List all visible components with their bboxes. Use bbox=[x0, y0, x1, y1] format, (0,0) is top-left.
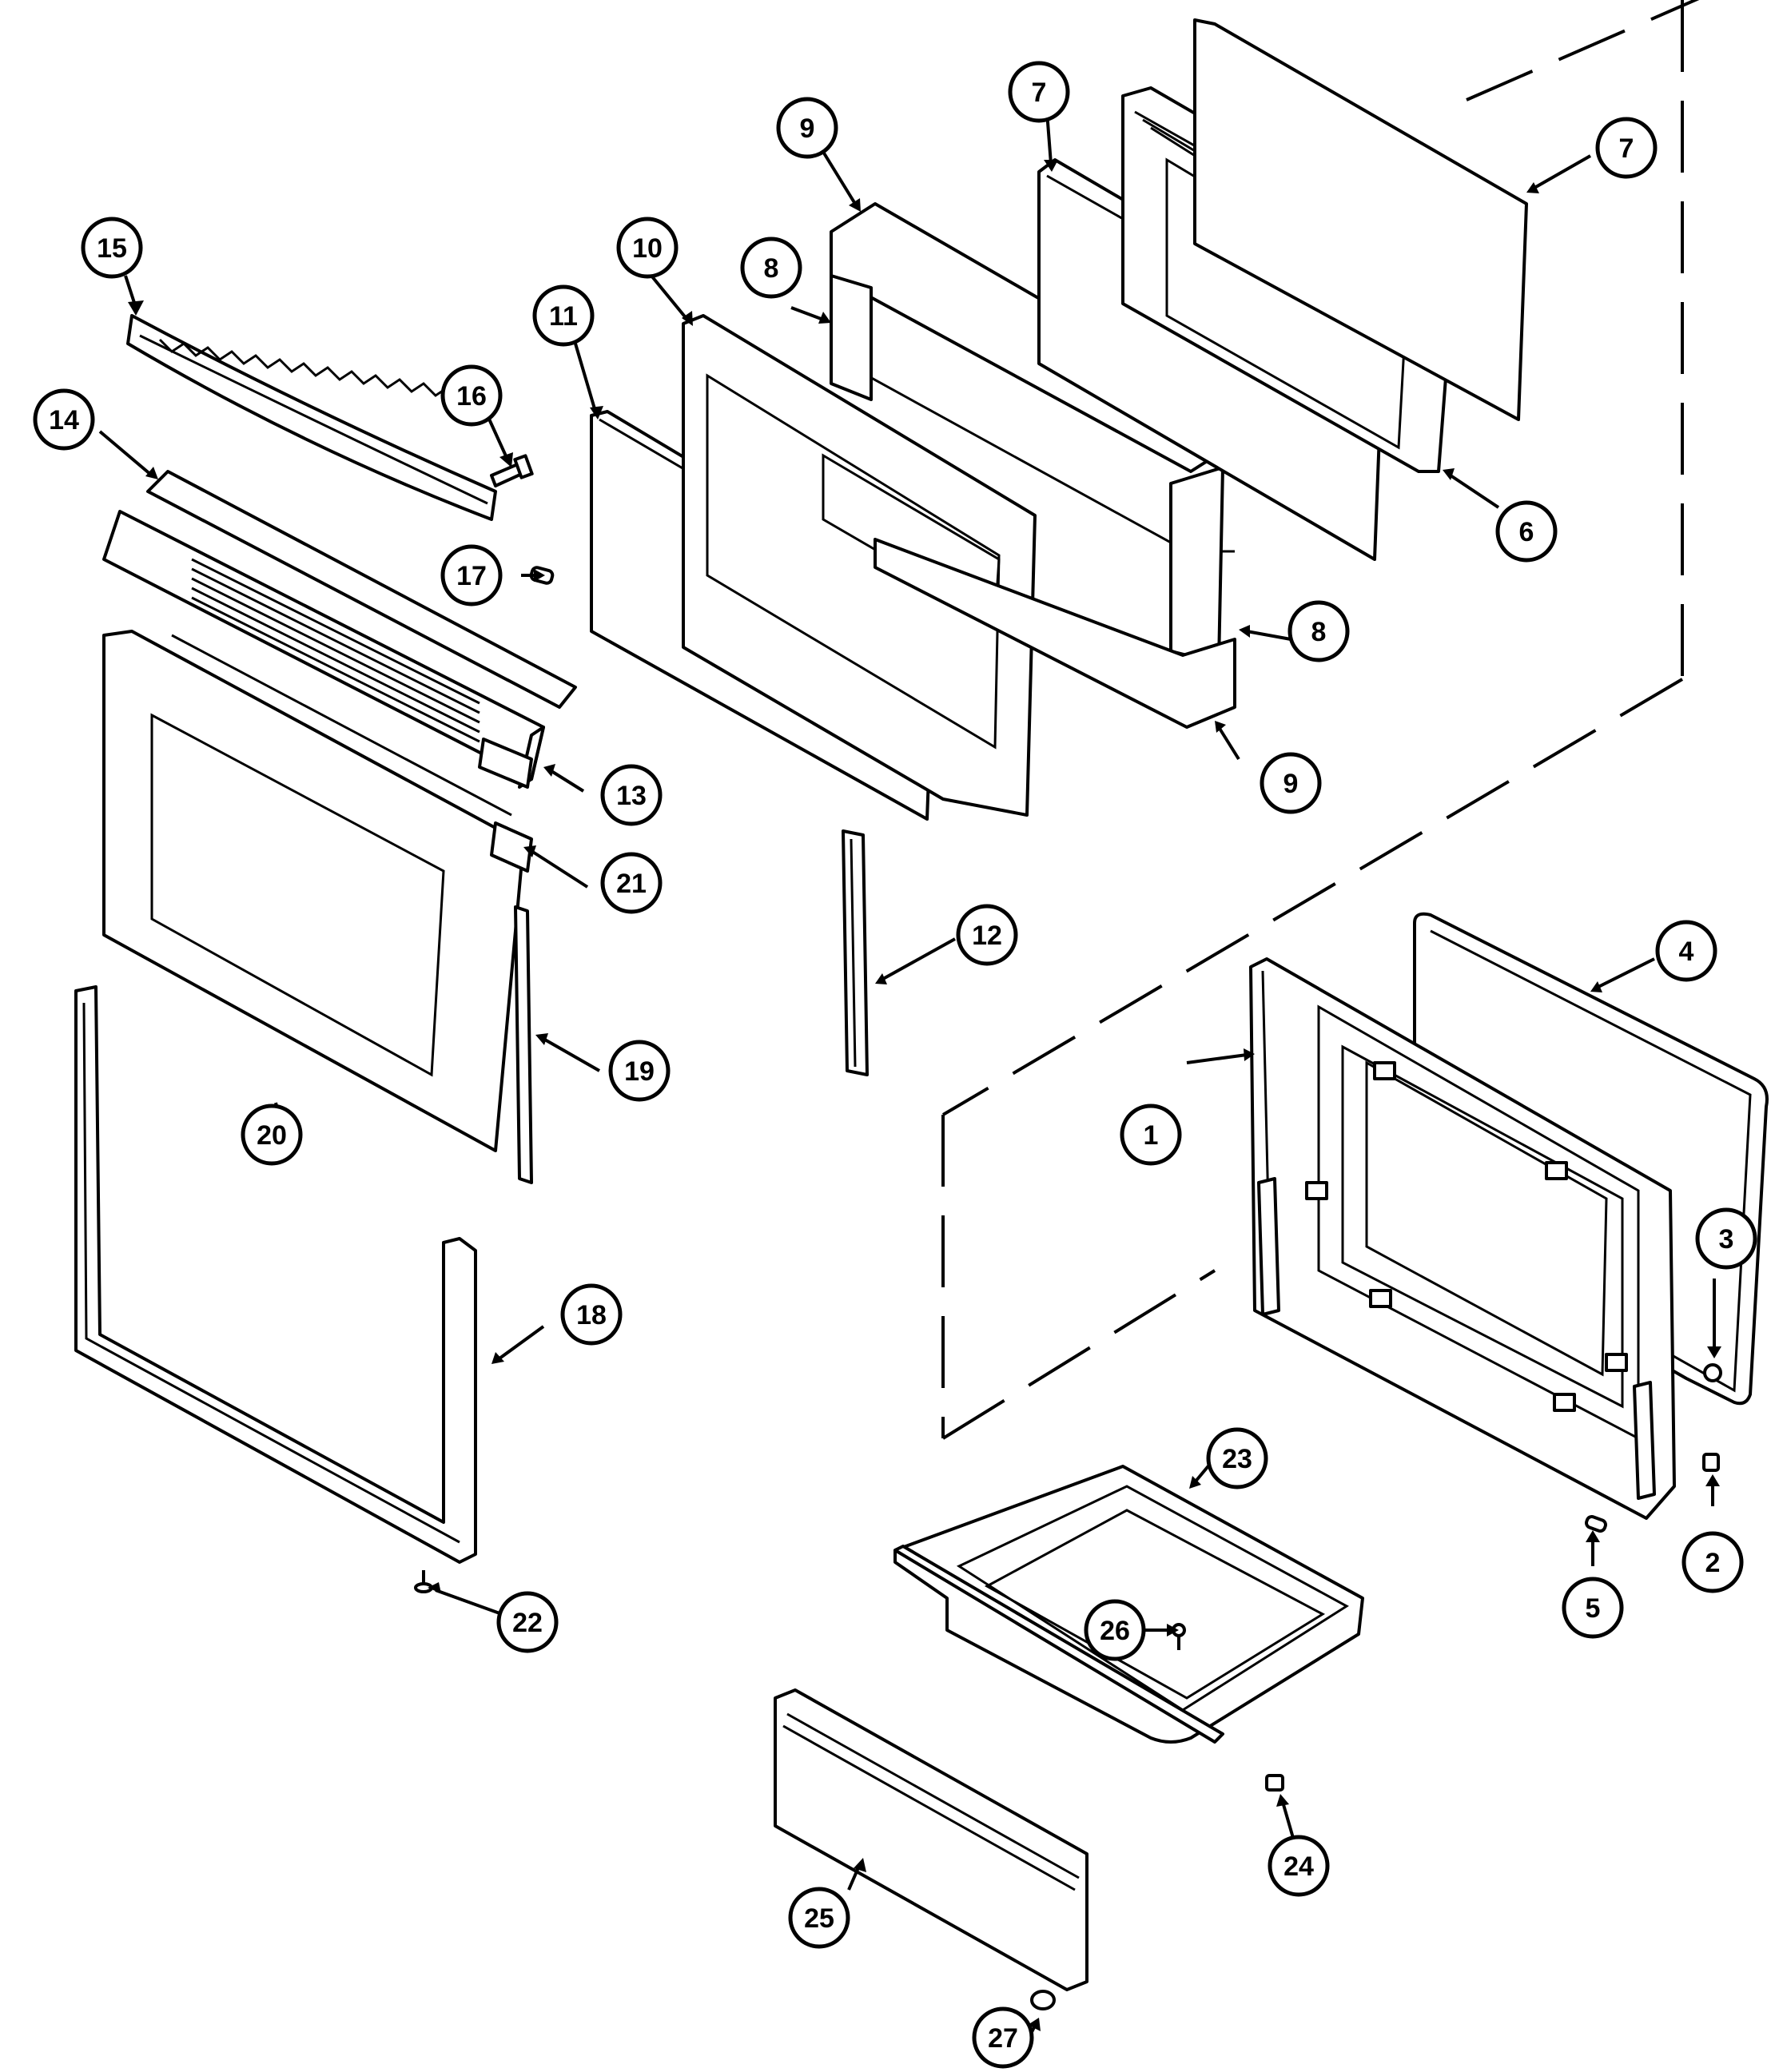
callout-22: 22 bbox=[496, 1591, 559, 1653]
part-25-drawer-front bbox=[774, 1688, 1088, 1991]
part-10-inner-door bbox=[682, 314, 1037, 817]
callout-19: 19 bbox=[608, 1040, 671, 1102]
callout-12: 12 bbox=[956, 904, 1018, 966]
callout-3: 3 bbox=[1695, 1207, 1757, 1270]
svg-text:7: 7 bbox=[1032, 78, 1047, 108]
callout-5: 5 bbox=[1562, 1577, 1624, 1639]
callout-11: 11 bbox=[532, 284, 595, 347]
part-14-trim-strip bbox=[146, 470, 577, 709]
callout-2: 2 bbox=[1681, 1531, 1744, 1593]
part-3-bumper bbox=[1703, 1363, 1722, 1382]
callout-8b: 8 bbox=[1287, 600, 1350, 662]
svg-text:27: 27 bbox=[988, 2023, 1018, 2054]
svg-text:17: 17 bbox=[456, 561, 487, 591]
dashed-boundary bbox=[941, 0, 1700, 1440]
svg-text:7: 7 bbox=[1619, 133, 1634, 164]
part-13-vent-panel bbox=[102, 510, 545, 789]
part-22-screw bbox=[414, 1570, 433, 1593]
callout-25: 25 bbox=[788, 1887, 850, 1949]
callout-16: 16 bbox=[440, 364, 503, 427]
svg-text:19: 19 bbox=[624, 1056, 655, 1087]
callout-7a: 7 bbox=[1008, 61, 1070, 123]
svg-text:1: 1 bbox=[1144, 1120, 1159, 1151]
svg-text:9: 9 bbox=[800, 113, 815, 144]
svg-text:21: 21 bbox=[616, 869, 647, 899]
svg-text:9: 9 bbox=[1283, 769, 1299, 799]
svg-text:23: 23 bbox=[1222, 1444, 1252, 1474]
svg-text:3: 3 bbox=[1719, 1224, 1734, 1255]
callout-9b: 9 bbox=[1260, 752, 1322, 814]
part-19-side-channel bbox=[514, 905, 533, 1184]
svg-text:22: 22 bbox=[512, 1608, 543, 1638]
svg-text:8: 8 bbox=[764, 253, 779, 284]
callout-4: 4 bbox=[1655, 920, 1717, 982]
svg-text:2: 2 bbox=[1705, 1548, 1721, 1578]
part-16-screw bbox=[490, 454, 534, 487]
svg-text:6: 6 bbox=[1519, 517, 1534, 547]
svg-text:5: 5 bbox=[1586, 1593, 1601, 1624]
svg-text:25: 25 bbox=[804, 1903, 834, 1934]
callout-9a: 9 bbox=[776, 97, 838, 159]
svg-text:11: 11 bbox=[549, 301, 578, 332]
callout-27: 27 bbox=[972, 2006, 1034, 2069]
callout-8a: 8 bbox=[740, 237, 802, 299]
svg-text:26: 26 bbox=[1100, 1616, 1130, 1646]
callout-20: 20 bbox=[241, 1104, 303, 1166]
svg-text:12: 12 bbox=[972, 921, 1002, 951]
svg-text:15: 15 bbox=[97, 233, 127, 264]
svg-text:14: 14 bbox=[49, 405, 79, 435]
callout-13: 13 bbox=[600, 764, 663, 826]
part-2-clip bbox=[1702, 1453, 1720, 1472]
callout-21: 21 bbox=[600, 852, 663, 914]
callout-18: 18 bbox=[560, 1283, 623, 1346]
svg-text:4: 4 bbox=[1679, 937, 1694, 967]
callout-1: 1 bbox=[1120, 1104, 1182, 1166]
callout-7b: 7 bbox=[1595, 117, 1658, 179]
part-7-glass-back bbox=[1193, 18, 1528, 421]
svg-text:13: 13 bbox=[616, 781, 647, 811]
part-24-clip bbox=[1265, 1774, 1284, 1792]
callout-24: 24 bbox=[1268, 1835, 1330, 1897]
callout-23: 23 bbox=[1206, 1427, 1268, 1489]
svg-text:20: 20 bbox=[257, 1120, 287, 1151]
svg-text:24: 24 bbox=[1283, 1851, 1314, 1882]
part-27-knob bbox=[1030, 1990, 1056, 2010]
svg-text:10: 10 bbox=[632, 233, 663, 264]
svg-text:18: 18 bbox=[576, 1300, 607, 1330]
svg-text:8: 8 bbox=[1311, 617, 1327, 647]
part-18-door-frame bbox=[74, 985, 477, 1564]
callout-26: 26 bbox=[1084, 1599, 1146, 1661]
callout-14: 14 bbox=[33, 388, 95, 451]
part-20-outer-door-panel bbox=[102, 630, 525, 1152]
part-1-inner-door-assembly bbox=[1249, 957, 1676, 1520]
callouts: 15 16 17 14 13 21 19 20 18 22 11 10 8 9 … bbox=[33, 61, 1757, 2069]
callout-15: 15 bbox=[81, 217, 143, 279]
part-5-clip bbox=[1585, 1515, 1607, 1533]
part-12-hinge-channel bbox=[842, 829, 869, 1076]
callout-10: 10 bbox=[616, 217, 679, 279]
svg-text:16: 16 bbox=[456, 381, 487, 412]
callout-6: 6 bbox=[1495, 500, 1558, 563]
part-15-handle bbox=[126, 314, 497, 521]
callout-17: 17 bbox=[440, 544, 503, 606]
part-21-strip bbox=[490, 821, 533, 873]
